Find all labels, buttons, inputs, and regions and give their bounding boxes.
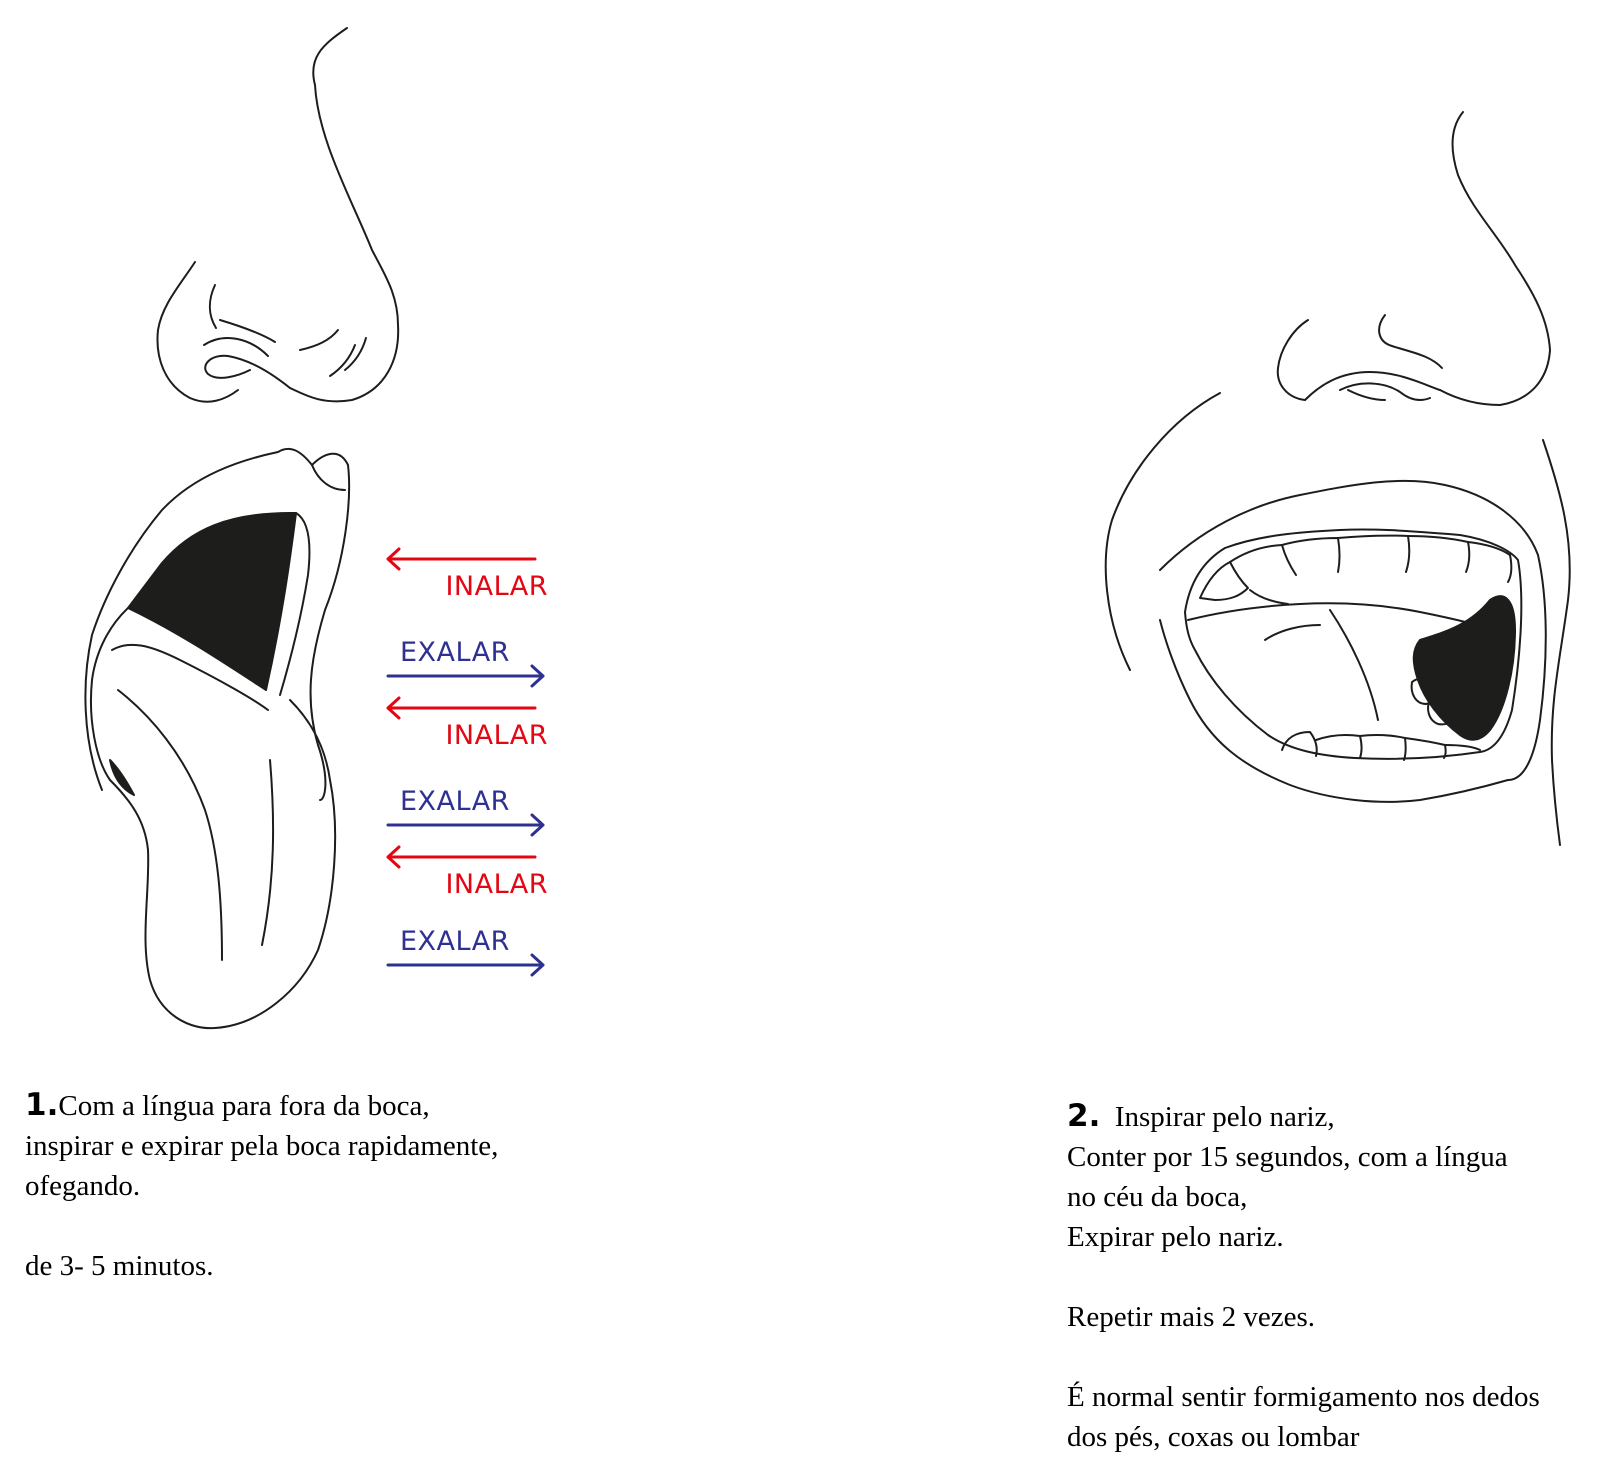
arrow-line (386, 696, 537, 720)
step-2-note-line-2: dos pés, coxas ou lombar (1067, 1421, 1360, 1453)
step-1-number: 1. (25, 1087, 59, 1123)
arrow-line (386, 953, 545, 977)
inhale-label: INALAR (445, 571, 548, 602)
exhale-label: EXALAR (400, 786, 510, 817)
step-2-line-4: Expirar pelo nariz. (1067, 1221, 1284, 1253)
step-1-line-1: Com a língua para fora da boca, (58, 1090, 430, 1122)
step-2-number: 2. (1067, 1098, 1101, 1134)
inhale-arrow: INALAR (386, 547, 548, 602)
open-mouth-illustration-2 (1104, 392, 1571, 846)
inhale-arrow: INALAR (386, 696, 548, 751)
inhale-label: INALAR (445, 720, 548, 751)
exhale-label: EXALAR (400, 637, 510, 668)
arrow-line (386, 664, 545, 688)
inhale-arrow: INALAR (386, 845, 548, 900)
step-1-line-2: inspirar e expirar pela boca rapidamente… (25, 1130, 499, 1162)
exhale-arrow: EXALAR (386, 786, 545, 837)
exhale-label: EXALAR (400, 926, 510, 957)
arrow-line (386, 845, 537, 869)
step-1-line-3: ofegando. (25, 1170, 141, 1202)
step-2-note-line-1: É normal sentir formigamento nos dedos (1067, 1381, 1540, 1413)
step-1-duration: de 3- 5 minutos. (25, 1250, 214, 1282)
step-2-repeat: Repetir mais 2 vezes. (1067, 1301, 1316, 1333)
exhale-arrow: EXALAR (386, 637, 545, 688)
step-2-line-2: Conter por 15 segundos, com a língua (1067, 1141, 1508, 1173)
step-2-line-3: no céu da boca, (1067, 1181, 1248, 1213)
arrow-line (386, 813, 545, 837)
step-2-line-1: Inspirar pelo nariz, (1114, 1101, 1335, 1133)
arrow-line (386, 547, 537, 571)
inhale-label: INALAR (445, 869, 548, 900)
nose-illustration-1 (156, 27, 400, 403)
exhale-arrow: EXALAR (386, 926, 545, 977)
nose-illustration-2 (1276, 111, 1551, 406)
step-2-caption: 2. Inspirar pelo nariz, Conter por 15 se… (1067, 1096, 1620, 1457)
step-1-caption: 1.Com a língua para fora da boca, inspir… (25, 1085, 625, 1286)
mouth-tongue-illustration-1 (84, 447, 351, 1030)
